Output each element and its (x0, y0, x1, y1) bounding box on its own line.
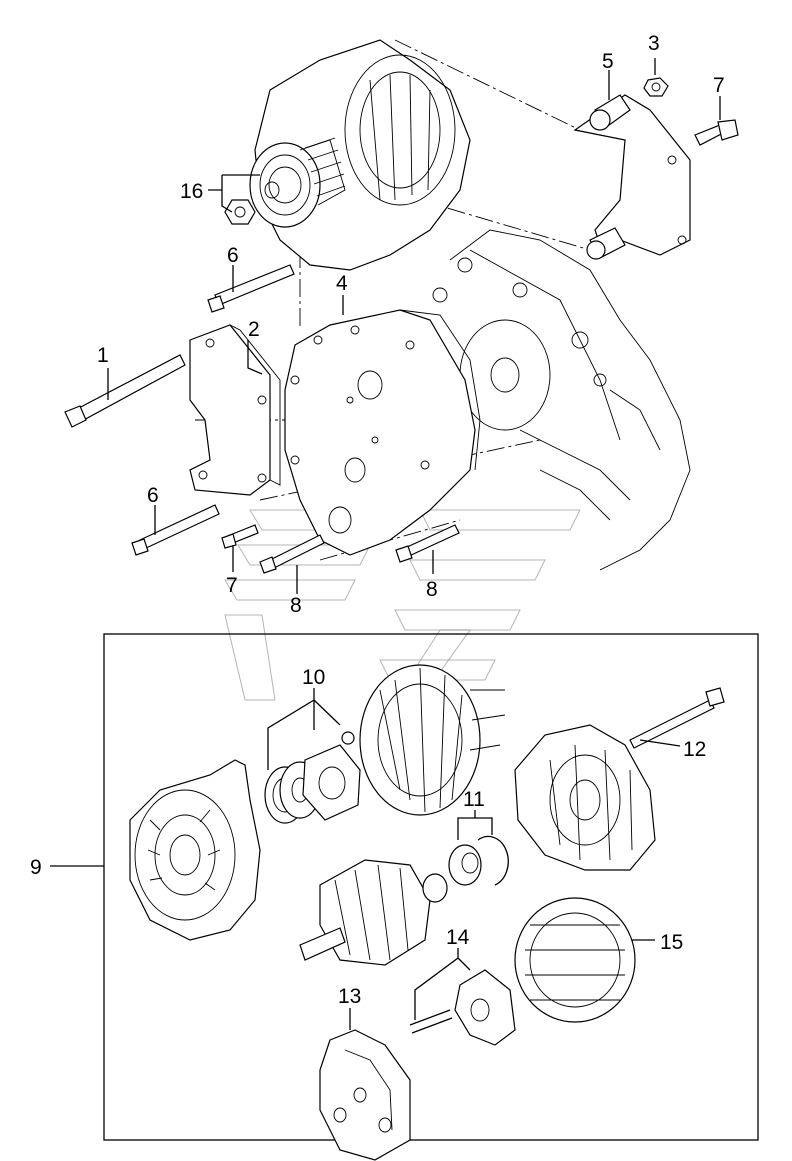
callout-11: 11 (463, 788, 485, 811)
kit-box (103, 633, 759, 1141)
callout-6-top: 6 (227, 244, 239, 267)
callout-4: 4 (336, 272, 348, 295)
callout-14: 14 (446, 926, 470, 949)
engine-housing (432, 229, 691, 571)
callout-5: 5 (602, 50, 614, 73)
bolts (64, 264, 460, 574)
callout-labels: 1 2 3 4 5 6 6 7 7 8 8 9 10 11 12 13 14 1… (30, 32, 725, 1008)
callout-6-bottom: 6 (147, 484, 159, 507)
callout-12: 12 (683, 738, 706, 761)
callout-3: 3 (648, 32, 660, 55)
callout-7-bottom: 7 (226, 574, 238, 597)
support-bracket (189, 324, 281, 496)
callout-7-top: 7 (713, 74, 725, 97)
callout-1: 1 (97, 344, 109, 367)
callout-8-left: 8 (290, 594, 302, 617)
callout-13: 13 (338, 985, 361, 1008)
leader-lines (50, 58, 721, 1030)
callout-8-right: 8 (426, 578, 438, 601)
alternator-assembly (224, 39, 471, 271)
callout-16: 16 (180, 180, 203, 203)
mounting-bracket (573, 77, 739, 260)
callout-15: 15 (660, 931, 683, 954)
kit-components (129, 664, 725, 1161)
callout-10: 10 (302, 666, 325, 689)
adapter-plate (284, 309, 481, 556)
callout-2: 2 (248, 318, 260, 341)
callout-9: 9 (30, 856, 42, 879)
